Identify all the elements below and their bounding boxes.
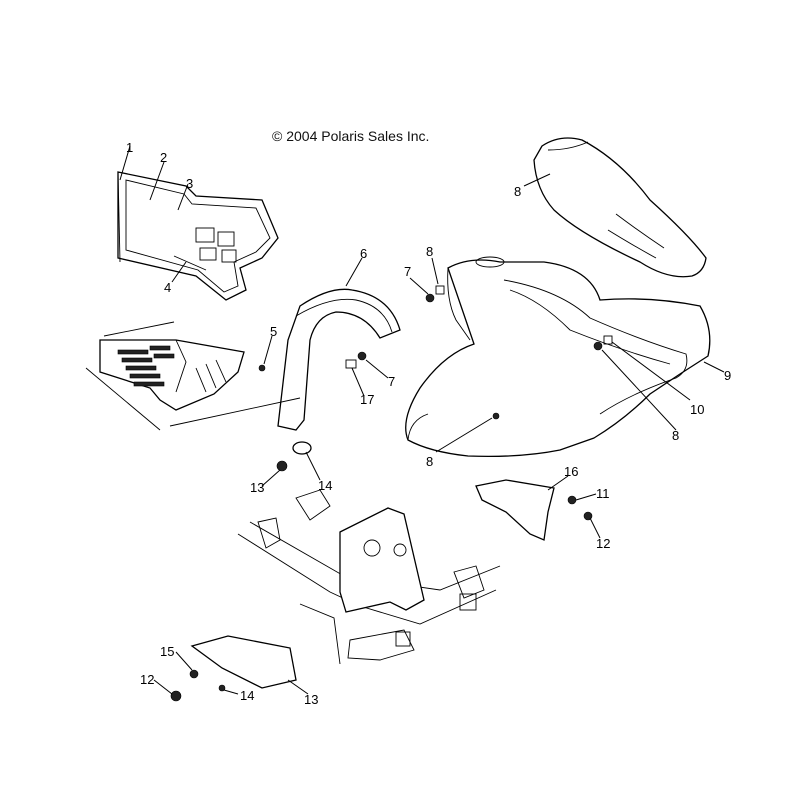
front-panel-assembly xyxy=(117,171,279,301)
callout-16: 8 xyxy=(426,454,433,469)
callout-14: 13 xyxy=(250,480,264,495)
rear-fender-body xyxy=(405,256,711,458)
skid-plate xyxy=(170,635,297,702)
callout-7: 8 xyxy=(672,428,679,443)
callout-4: 4 xyxy=(164,280,171,295)
screw-fastener xyxy=(357,351,367,361)
callout-8: 10 xyxy=(690,402,704,417)
callout-11: 13 xyxy=(304,692,318,707)
front-grill-rack xyxy=(85,321,266,431)
push-rivet xyxy=(425,293,435,303)
nut xyxy=(276,460,288,472)
fender-flare xyxy=(169,288,401,431)
callout-6: 6 xyxy=(360,246,367,261)
seat xyxy=(533,137,707,278)
callout-7: 7 xyxy=(404,264,411,279)
callout-10: 9 xyxy=(724,368,731,383)
callout-15: 14 xyxy=(318,478,332,493)
callout-labels: 1 2 3 4 5 6 7 8 8 9 10 8 7 17 8 16 11 12… xyxy=(126,140,731,707)
callout-11: 16 xyxy=(564,464,578,479)
chassis-frame xyxy=(237,489,501,665)
callout-13: 14 xyxy=(240,688,254,703)
callout-8: 17 xyxy=(360,392,374,407)
callout-1: 1 xyxy=(126,140,133,155)
rear-bracket xyxy=(475,479,593,541)
callout-13: 12 xyxy=(596,536,610,551)
callout-14: 12 xyxy=(140,672,154,687)
callout-9: 8 xyxy=(514,184,521,199)
washer xyxy=(292,441,312,455)
callout-8: 8 xyxy=(426,244,433,259)
clip-fastener xyxy=(345,359,357,369)
callout-5: 5 xyxy=(270,324,277,339)
clip-fastener xyxy=(435,285,445,295)
copyright-notice: © 2004 Polaris Sales Inc. xyxy=(272,128,430,144)
callout-17: 7 xyxy=(388,374,395,389)
callout-3: 3 xyxy=(186,176,193,191)
callout-12: 11 xyxy=(596,486,610,501)
leader-lines xyxy=(119,145,725,695)
callout-12: 15 xyxy=(160,644,174,659)
callout-2: 2 xyxy=(160,150,167,165)
